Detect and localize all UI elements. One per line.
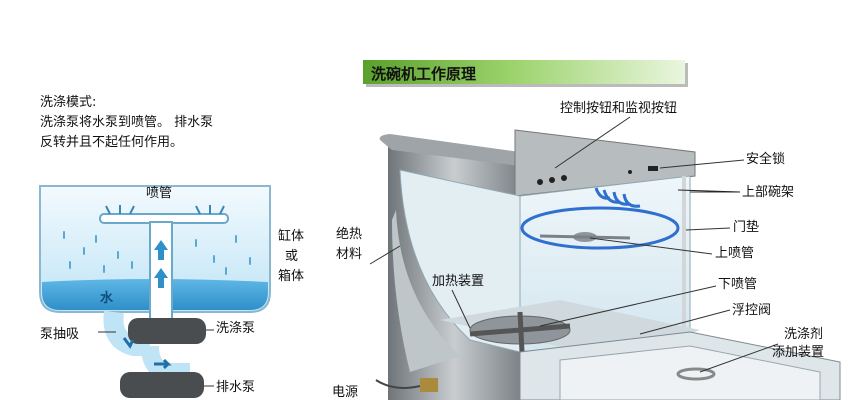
control-button [537, 179, 543, 185]
insulation [399, 169, 521, 353]
title-banner: 洗碗机工作原理 [363, 60, 685, 84]
control-button [549, 177, 555, 183]
label-insulation-1: 绝热 [336, 227, 363, 242]
label-spray-pipe: 喷管 [146, 186, 173, 201]
label-upper-rack: 上部碗架 [742, 185, 795, 200]
label-detergent-2: 添加装置 [772, 345, 825, 360]
control-button [561, 175, 567, 181]
upper-rack-wire [520, 206, 680, 250]
cabinet-top [379, 134, 520, 166]
dishwasher-illustration [369, 116, 841, 400]
label-controls: 控制按钮和监视按钮 [560, 101, 678, 116]
label-tank-body-1: 缸体 [278, 229, 305, 244]
drain-pipe [141, 345, 190, 381]
upper-spray-bar [539, 234, 631, 240]
insulation-wall [392, 210, 460, 372]
diagram-title: 洗碗机工作原理 [371, 65, 477, 83]
up-arrow-icon [154, 268, 168, 288]
up-arrow-icon [154, 240, 168, 260]
tank-schematic [39, 185, 271, 398]
flow-arrow-icon [122, 337, 135, 349]
label-safety-lock: 安全锁 [746, 152, 786, 167]
wash-mode-line-3: 反转并且不起任何作用。 [40, 135, 184, 150]
label-wash-pump: 洗涤泵 [216, 321, 256, 336]
label-power: 电源 [332, 385, 359, 400]
label-door-gasket: 门垫 [733, 220, 760, 235]
monitor-button [628, 170, 632, 174]
detergent-dispenser [676, 367, 716, 381]
power-terminal [420, 378, 438, 392]
label-detergent-1: 洗涤剂 [784, 327, 824, 342]
drain-pump-body [120, 372, 204, 398]
label-drain-pump: 排水泵 [216, 380, 256, 395]
label-pump-suction: 泵抽吸 [40, 327, 80, 342]
callout-lines [369, 116, 779, 373]
label-lower-spray: 下喷管 [718, 277, 758, 292]
power-cord [375, 379, 421, 389]
label-insulation-2: 材料 [336, 247, 363, 262]
safety-lock-slot [648, 166, 658, 171]
label-tank-body-2: 或 [285, 249, 299, 264]
upper-rack-callout [677, 189, 741, 193]
lower-spray-blades [469, 311, 571, 353]
door-inner [559, 345, 821, 400]
label-water: 水 [100, 291, 114, 306]
wash-pump-body [128, 318, 206, 344]
suction-pipe [103, 310, 150, 356]
wash-mode-line-2: 洗涤泵将水泵到喷管。 排水泵 [40, 115, 214, 130]
label-tank-body-3: 箱体 [278, 269, 305, 284]
label-heater: 加热装置 [432, 274, 485, 289]
flow-arrow-icon [154, 358, 172, 370]
spray-jets [105, 205, 225, 215]
label-float-valve: 浮控阀 [732, 303, 772, 318]
upper-rack-tines [594, 187, 641, 208]
control-panel [514, 129, 696, 197]
label-upper-spray: 上喷管 [715, 246, 755, 261]
water-droplets [63, 231, 251, 275]
wash-mode-heading: 洗涤模式: [40, 95, 97, 110]
leader-lines [98, 329, 214, 387]
